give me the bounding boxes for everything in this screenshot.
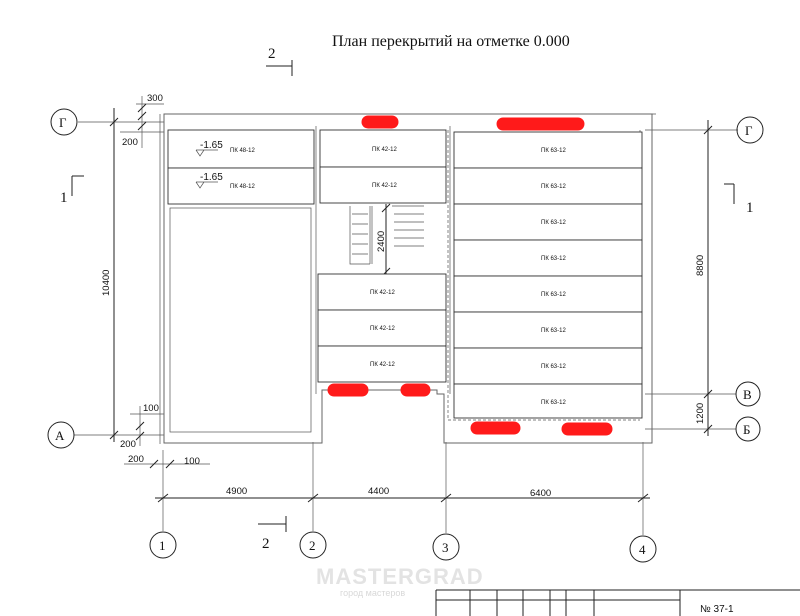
slab (167, 167, 315, 205)
slab-label: ПК 63-12 (541, 220, 566, 226)
building-walls (159, 113, 656, 444)
slab-label: ПК 48-12 (230, 148, 255, 154)
slab (453, 131, 643, 169)
axis-col-3: 3 (432, 442, 460, 561)
slab-label: ПК 63-12 (541, 256, 566, 262)
title-block: № 37-1 (435, 589, 800, 616)
dim-100a: 100 (143, 403, 159, 414)
section-mark-2-top: 2 (266, 46, 293, 76)
axis-col-1: 1 (149, 450, 177, 559)
slab-label: ПК 63-12 (541, 184, 566, 190)
section-mark-label: 2 (262, 536, 270, 552)
axis-label: Г (59, 115, 67, 130)
level-mark: -1.65 (200, 172, 223, 183)
bottom-left-small-dims: 100 200 200 100 (120, 403, 210, 469)
left-dimension: 10400 (101, 108, 119, 442)
slab (453, 383, 643, 419)
slab-label: ПК 42-12 (372, 183, 397, 189)
axis-label: В (743, 387, 752, 402)
axis-row-v: В (645, 381, 761, 407)
slab-group-right: ПК 63-12 ПК 63-12 ПК 63-12 ПК 63-12 ПК 6… (453, 131, 643, 419)
section-mark-1-left: 1 (60, 175, 84, 206)
axis-col-2: 2 (299, 442, 327, 559)
axis-row-a: А (47, 421, 164, 449)
slab-label: ПК 63-12 (541, 364, 566, 370)
axis-label: Г (745, 123, 753, 138)
slab (453, 275, 643, 313)
slab-label: ПК 42-12 (370, 290, 395, 296)
section-mark-label: 1 (746, 200, 754, 216)
left-room (169, 207, 312, 433)
dim-10400: 10400 (101, 270, 112, 296)
slab-label: ПК 63-12 (541, 328, 566, 334)
dim-300: 300 (147, 93, 163, 104)
dim-6400: 6400 (530, 488, 551, 499)
axis-row-g-right: Г (645, 116, 764, 144)
drawing-title: План перекрытий на отметке 0.000 (332, 33, 570, 50)
right-dimension: 8800 1200 (695, 120, 713, 436)
dim-200b: 200 (128, 454, 144, 465)
slab-group-left: ПК 48-12 ПК 48-12 -1.65 -1.65 (167, 129, 315, 205)
slab (453, 167, 643, 205)
section-mark-1-right: 1 (724, 183, 754, 216)
axis-row-b: Б (645, 416, 761, 442)
sheet-number: № 37-1 (700, 604, 734, 615)
dim-1200: 1200 (695, 403, 706, 424)
slab-label: ПК 63-12 (541, 400, 566, 406)
slab (317, 345, 447, 383)
bottom-dimension-chain: 4900 4400 6400 (155, 486, 650, 503)
axis-label: Б (743, 422, 750, 437)
watermark-main: MASTERGRAD (316, 564, 484, 589)
slab-label: ПК 63-12 (541, 148, 566, 154)
stair: 2400 (349, 203, 424, 277)
axis-label: 1 (159, 538, 166, 553)
slab-label: ПК 42-12 (372, 147, 397, 153)
section-mark-label: 1 (60, 190, 68, 206)
slab (453, 203, 643, 241)
axis-row-g-left: Г (50, 108, 164, 136)
axis-label: А (55, 428, 65, 443)
axis-col-4: 4 (629, 442, 657, 563)
section-mark-2-bottom: 2 (258, 516, 287, 552)
dim-4900: 4900 (226, 486, 247, 497)
slab-group-middle-top: ПК 42-12 ПК 42-12 (319, 129, 447, 204)
axis-label: 4 (639, 542, 646, 557)
slab (453, 347, 643, 385)
top-left-small-dims: 300 200 (120, 93, 164, 148)
slab-label: ПК 63-12 (541, 292, 566, 298)
watermark-sub: город мастеров (340, 588, 405, 598)
slab-group-middle-bottom: ПК 42-12 ПК 42-12 ПК 42-12 (317, 273, 447, 383)
dim-200: 200 (122, 137, 138, 148)
slab-label: ПК 42-12 (370, 326, 395, 332)
dim-100b: 100 (184, 456, 200, 467)
axis-label: 3 (442, 540, 449, 555)
slab (453, 239, 643, 277)
section-mark-label: 2 (268, 46, 276, 62)
level-mark: -1.65 (200, 140, 223, 151)
slab (317, 309, 447, 347)
slab-label: ПК 42-12 (370, 362, 395, 368)
red-highlights (327, 115, 613, 436)
dim-2400: 2400 (376, 231, 387, 252)
slab (167, 129, 315, 169)
dim-8800: 8800 (695, 255, 706, 276)
dim-4400: 4400 (368, 486, 389, 497)
slab (319, 166, 447, 204)
axis-label: 2 (309, 538, 316, 553)
watermark: MASTERGRAD город мастеров (316, 564, 484, 598)
slab-label: ПК 48-12 (230, 184, 255, 190)
dim-200a: 200 (120, 439, 136, 450)
